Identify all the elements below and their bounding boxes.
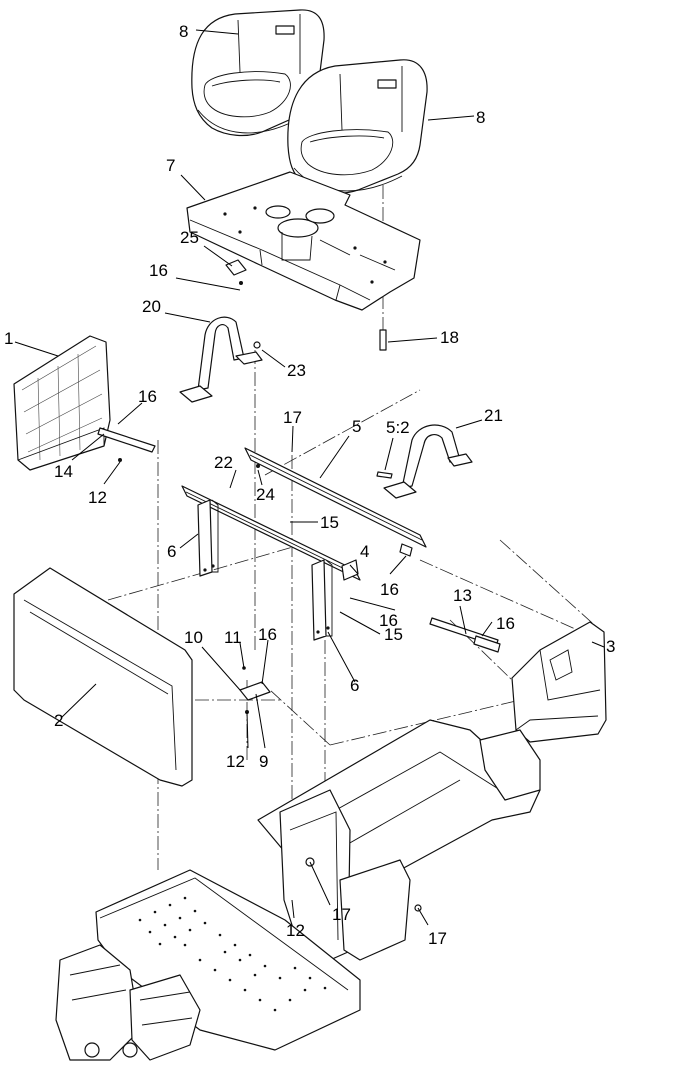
callout-labels: 8 8 7 25 16 20 18 1 23 16 17 5 5:2 21 14… — [4, 22, 615, 948]
pin-18 — [379, 329, 387, 351]
callout-20: 20 — [142, 297, 161, 316]
callout-7: 7 — [166, 156, 175, 175]
callout-5-2: 5:2 — [386, 418, 410, 437]
callout-3: 3 — [606, 637, 615, 656]
callout-21: 21 — [484, 406, 503, 425]
callout-22: 22 — [214, 453, 233, 472]
callout-25: 25 — [180, 228, 199, 247]
callout-4: 4 — [360, 542, 369, 561]
callout-16-b: 16 — [138, 387, 157, 406]
mount-bracket-right — [311, 559, 333, 641]
callout-17-b: 17 — [332, 905, 351, 924]
callout-2: 2 — [54, 711, 63, 730]
screw-23 — [253, 341, 261, 349]
tread-holes — [138, 896, 327, 1012]
grab-handle-left — [179, 316, 263, 403]
callout-16-f: 16 — [379, 611, 398, 630]
floor-plate — [55, 869, 361, 1061]
callout-8-left: 8 — [179, 22, 188, 41]
callout-6-a: 6 — [167, 542, 176, 561]
side-cover-left — [13, 335, 111, 471]
callout-15-a: 15 — [320, 513, 339, 532]
callout-12-c: 12 — [286, 921, 305, 940]
callout-17-a: 17 — [283, 408, 302, 427]
callout-5: 5 — [352, 417, 361, 436]
callout-23: 23 — [287, 361, 306, 380]
frame-chassis — [257, 719, 541, 961]
callout-24: 24 — [256, 485, 275, 504]
bracket-9 — [239, 666, 271, 714]
callout-9: 9 — [259, 752, 268, 771]
bracket-25 — [225, 259, 247, 285]
callout-13: 13 — [453, 586, 472, 605]
callout-16-d: 16 — [496, 614, 515, 633]
grab-handle-right — [383, 424, 473, 499]
bracket-14 — [97, 427, 156, 462]
support-rail-5 — [244, 447, 427, 557]
mount-bracket-left — [197, 499, 219, 577]
callout-17-c: 17 — [428, 929, 447, 948]
callout-14: 14 — [54, 462, 73, 481]
seat-right — [287, 59, 428, 194]
callout-10: 10 — [184, 628, 203, 647]
bracket-13 — [429, 617, 501, 653]
callout-16-c: 16 — [380, 580, 399, 599]
seat-left — [191, 9, 325, 137]
front-panel — [13, 567, 193, 787]
callout-12-b: 12 — [226, 752, 245, 771]
leader-lines — [14, 29, 605, 926]
seat-base — [186, 171, 421, 311]
callout-8-right: 8 — [476, 108, 485, 127]
callout-11: 11 — [224, 628, 242, 647]
callout-18: 18 — [440, 328, 459, 347]
callout-16-a: 16 — [149, 261, 168, 280]
callout-16-e: 16 — [258, 625, 277, 644]
pin-5-2 — [376, 471, 393, 479]
callout-15-b: 15 — [384, 625, 403, 644]
callout-12-a: 12 — [88, 488, 107, 507]
callout-1: 1 — [4, 329, 13, 348]
callout-6-b: 6 — [350, 676, 359, 695]
support-rail-22 — [181, 485, 361, 581]
side-cover-right — [511, 621, 607, 743]
